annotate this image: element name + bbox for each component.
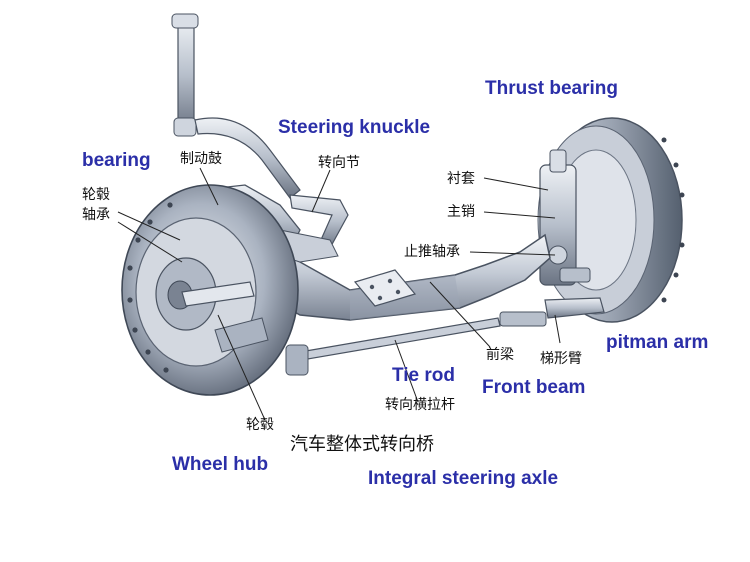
spring-pad: [353, 269, 417, 307]
label-front-beam-zh: 前梁: [486, 347, 514, 363]
label-hub-bearing-zh-2: 轴承: [82, 207, 110, 223]
leader-lines: [117, 167, 561, 421]
label-kingpin-zh: 主销: [447, 204, 475, 220]
label-pitman-arm-zh: 梯形臂: [540, 351, 582, 367]
label-steering-knuckle-zh: 转向节: [318, 155, 360, 171]
label-front-beam-en: Front beam: [482, 377, 586, 398]
spindle: [181, 281, 255, 307]
right-pitman-arm: [544, 297, 605, 319]
label-axle-title-zh: 汽车整体式转向桥: [290, 434, 434, 455]
label-wheel-hub-zh: 轮毂: [246, 417, 274, 433]
label-tie-rod-en: Tie rod: [392, 365, 455, 386]
label-bushing-zh: 衬套: [447, 171, 475, 187]
label-integral-axle-en: Integral steering axle: [368, 468, 559, 489]
label-hub-bearing-zh-1: 轮毂: [82, 187, 110, 203]
label-brake-drum-zh: 制动鼓: [180, 151, 222, 167]
label-bearing-en: bearing: [82, 150, 151, 171]
label-steering-knuckle-en: Steering knuckle: [278, 117, 431, 138]
label-thrust-bearing-zh: 止推轴承: [404, 244, 460, 260]
steering-drag-link: [171, 13, 349, 249]
label-wheel-hub-en: Wheel hub: [172, 454, 269, 475]
label-thrust-bearing-en: Thrust bearing: [485, 78, 619, 99]
label-pitman-arm-en: pitman arm: [606, 332, 709, 353]
label-tie-rod-zh: 转向横拉杆: [385, 397, 455, 413]
tie-rod: [285, 311, 547, 376]
